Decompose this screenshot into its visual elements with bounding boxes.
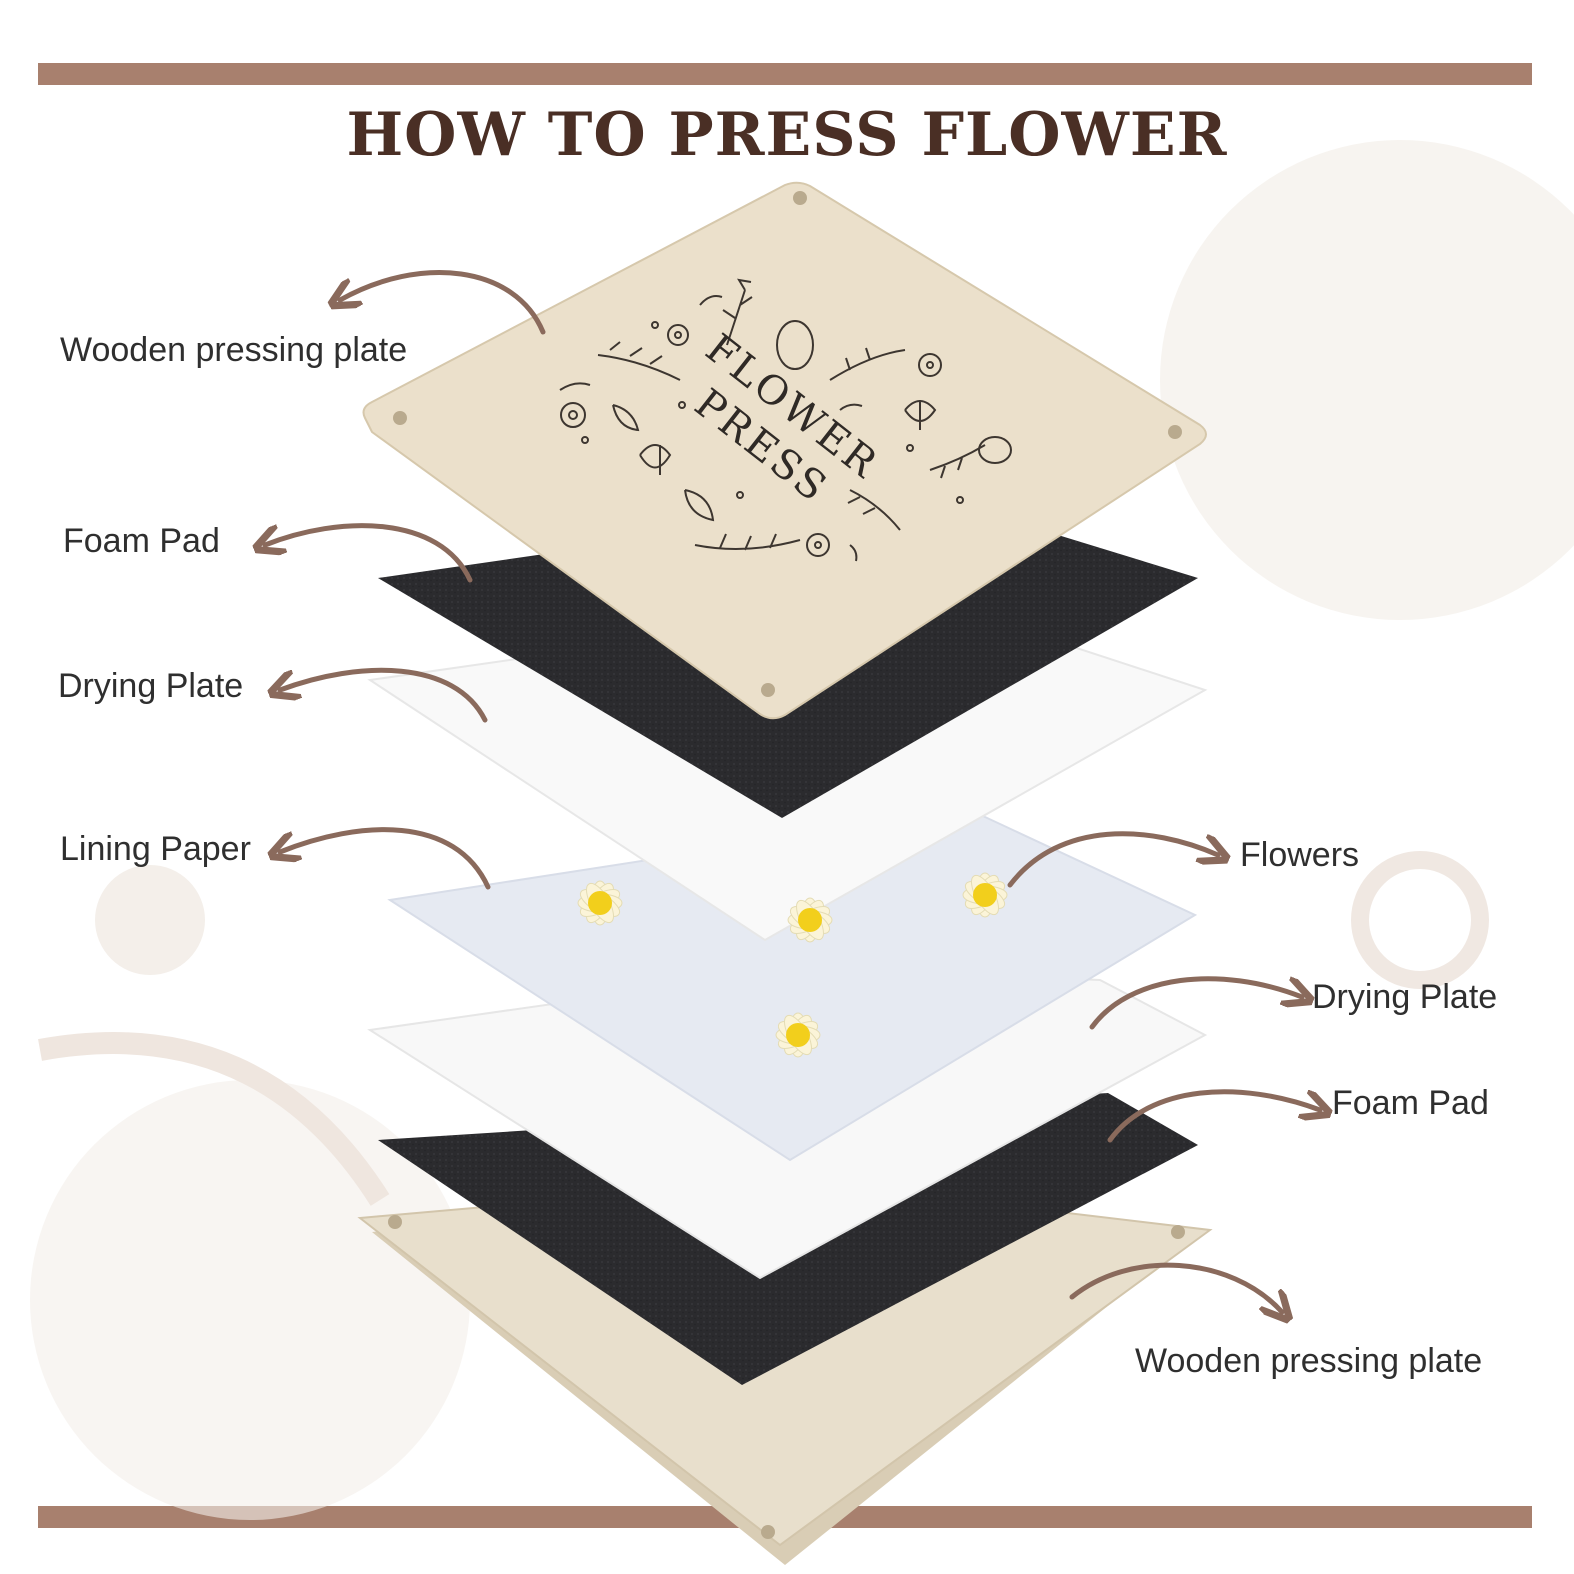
label-wooden-pressing-plate-bottom: Wooden pressing plate — [1135, 1342, 1483, 1380]
top-accent-bar — [38, 63, 1532, 85]
callout-arrows — [265, 270, 1320, 1312]
arrow-drying-plate-right — [1089, 976, 1302, 1030]
screw-hole — [1171, 1225, 1185, 1239]
screw-hole — [761, 683, 775, 697]
screw-hole — [393, 411, 407, 425]
arrow-foam-pad-left — [265, 523, 473, 583]
label-flowers: Flowers — [1240, 836, 1360, 874]
arrow-drying-plate-left — [280, 667, 488, 723]
flower — [962, 872, 1008, 918]
flower — [787, 897, 833, 943]
flower — [577, 880, 623, 926]
label-drying-plate-top: Drying Plate — [58, 667, 244, 705]
arrow-foam-pad-right — [1107, 1089, 1320, 1143]
label-drying-plate-bottom: Drying Plate — [1312, 978, 1498, 1016]
screw-hole — [388, 1215, 402, 1229]
floral-engraving — [559, 278, 1012, 562]
screw-hole — [761, 1525, 775, 1539]
label-foam-pad-top: Foam Pad — [63, 522, 220, 560]
dried-flowers — [577, 872, 1008, 1058]
screw-hole — [793, 191, 807, 205]
screw-hole — [1168, 425, 1182, 439]
label-foam-pad-bottom: Foam Pad — [1332, 1084, 1489, 1122]
arrow-wooden-plate-top — [340, 270, 546, 335]
page-title: HOW TO PRESS FLOWER — [346, 100, 1228, 170]
label-wooden-pressing-plate-top: Wooden pressing plate — [60, 331, 408, 369]
arrow-lining-paper — [280, 827, 491, 890]
background-decoration — [30, 140, 1574, 1520]
label-lining-paper: Lining Paper — [60, 830, 251, 868]
flower — [775, 1012, 821, 1058]
top-wooden-plate: FLOWER PRESS — [362, 181, 1207, 720]
arrow-flowers — [1007, 831, 1218, 888]
arrow-wooden-plate-bottom — [1069, 1262, 1282, 1312]
